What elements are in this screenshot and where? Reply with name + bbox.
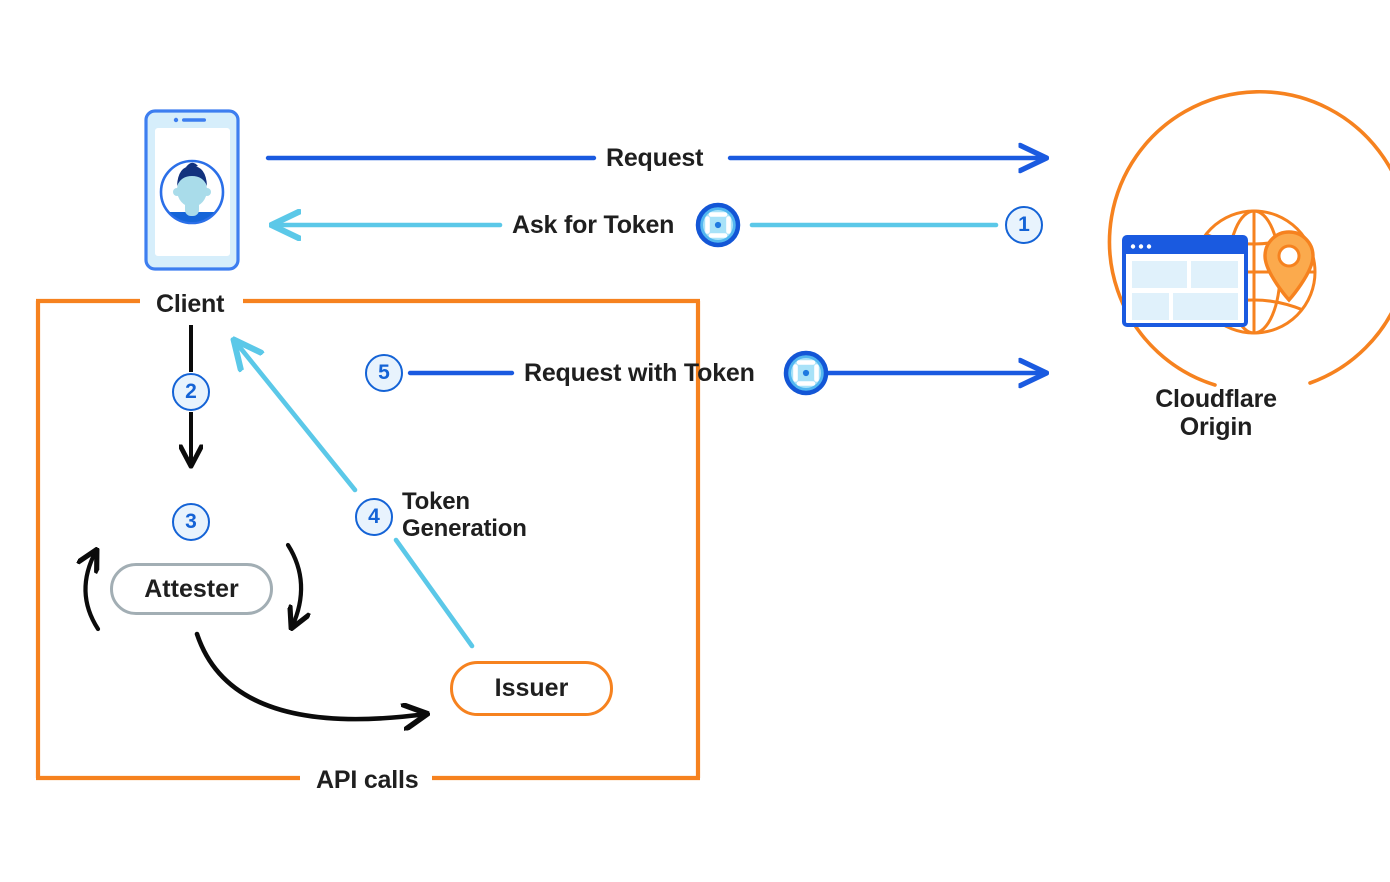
step-badge-3-label: 3 <box>185 510 197 533</box>
label-token-generation-line2: Generation <box>402 514 527 542</box>
step-badge-4-label: 4 <box>368 505 380 528</box>
map-pin-icon <box>1263 230 1315 303</box>
arrow-attester-loop <box>85 542 301 629</box>
browser-window-icon <box>1122 235 1248 327</box>
step-badge-5-label: 5 <box>378 361 390 384</box>
node-attester[interactable]: Attester <box>110 563 273 615</box>
user-avatar-icon <box>159 159 225 225</box>
step-badge-1: 1 <box>1005 206 1043 244</box>
step-badge-5: 5 <box>365 354 403 392</box>
label-api-calls: API calls <box>306 766 429 794</box>
label-ask-for-token: Ask for Token <box>512 211 675 239</box>
label-cloudflare-origin-line1: Cloudflare <box>1155 385 1277 413</box>
api-calls-box <box>35 298 701 781</box>
step-badge-3: 3 <box>172 503 210 541</box>
label-client: Client <box>146 290 235 318</box>
cloudflare-origin-icon <box>1107 89 1390 387</box>
node-issuer-label: Issuer <box>494 674 569 702</box>
node-issuer[interactable]: Issuer <box>450 661 613 716</box>
node-attester-label: Attester <box>144 574 239 603</box>
arrow-token-generation <box>234 340 475 649</box>
step-badge-4: 4 <box>355 498 393 536</box>
token-badge-icon-ask <box>695 202 741 248</box>
arrow-attester-to-issuer <box>194 631 426 719</box>
step-badge-2: 2 <box>172 373 210 411</box>
label-token-generation: Token Generation <box>402 488 527 543</box>
step-badge-1-label: 1 <box>1018 213 1030 236</box>
token-badge-icon-request <box>783 350 829 396</box>
label-request: Request <box>606 144 704 172</box>
step-badge-2-label: 2 <box>185 380 197 403</box>
label-token-generation-line1: Token <box>402 488 470 515</box>
client-phone-icon <box>144 109 240 271</box>
label-request-with-token: Request with Token <box>524 359 755 387</box>
label-cloudflare-origin-line2: Origin <box>1179 413 1253 441</box>
label-cloudflare-origin: Cloudflare Origin <box>1146 385 1286 441</box>
